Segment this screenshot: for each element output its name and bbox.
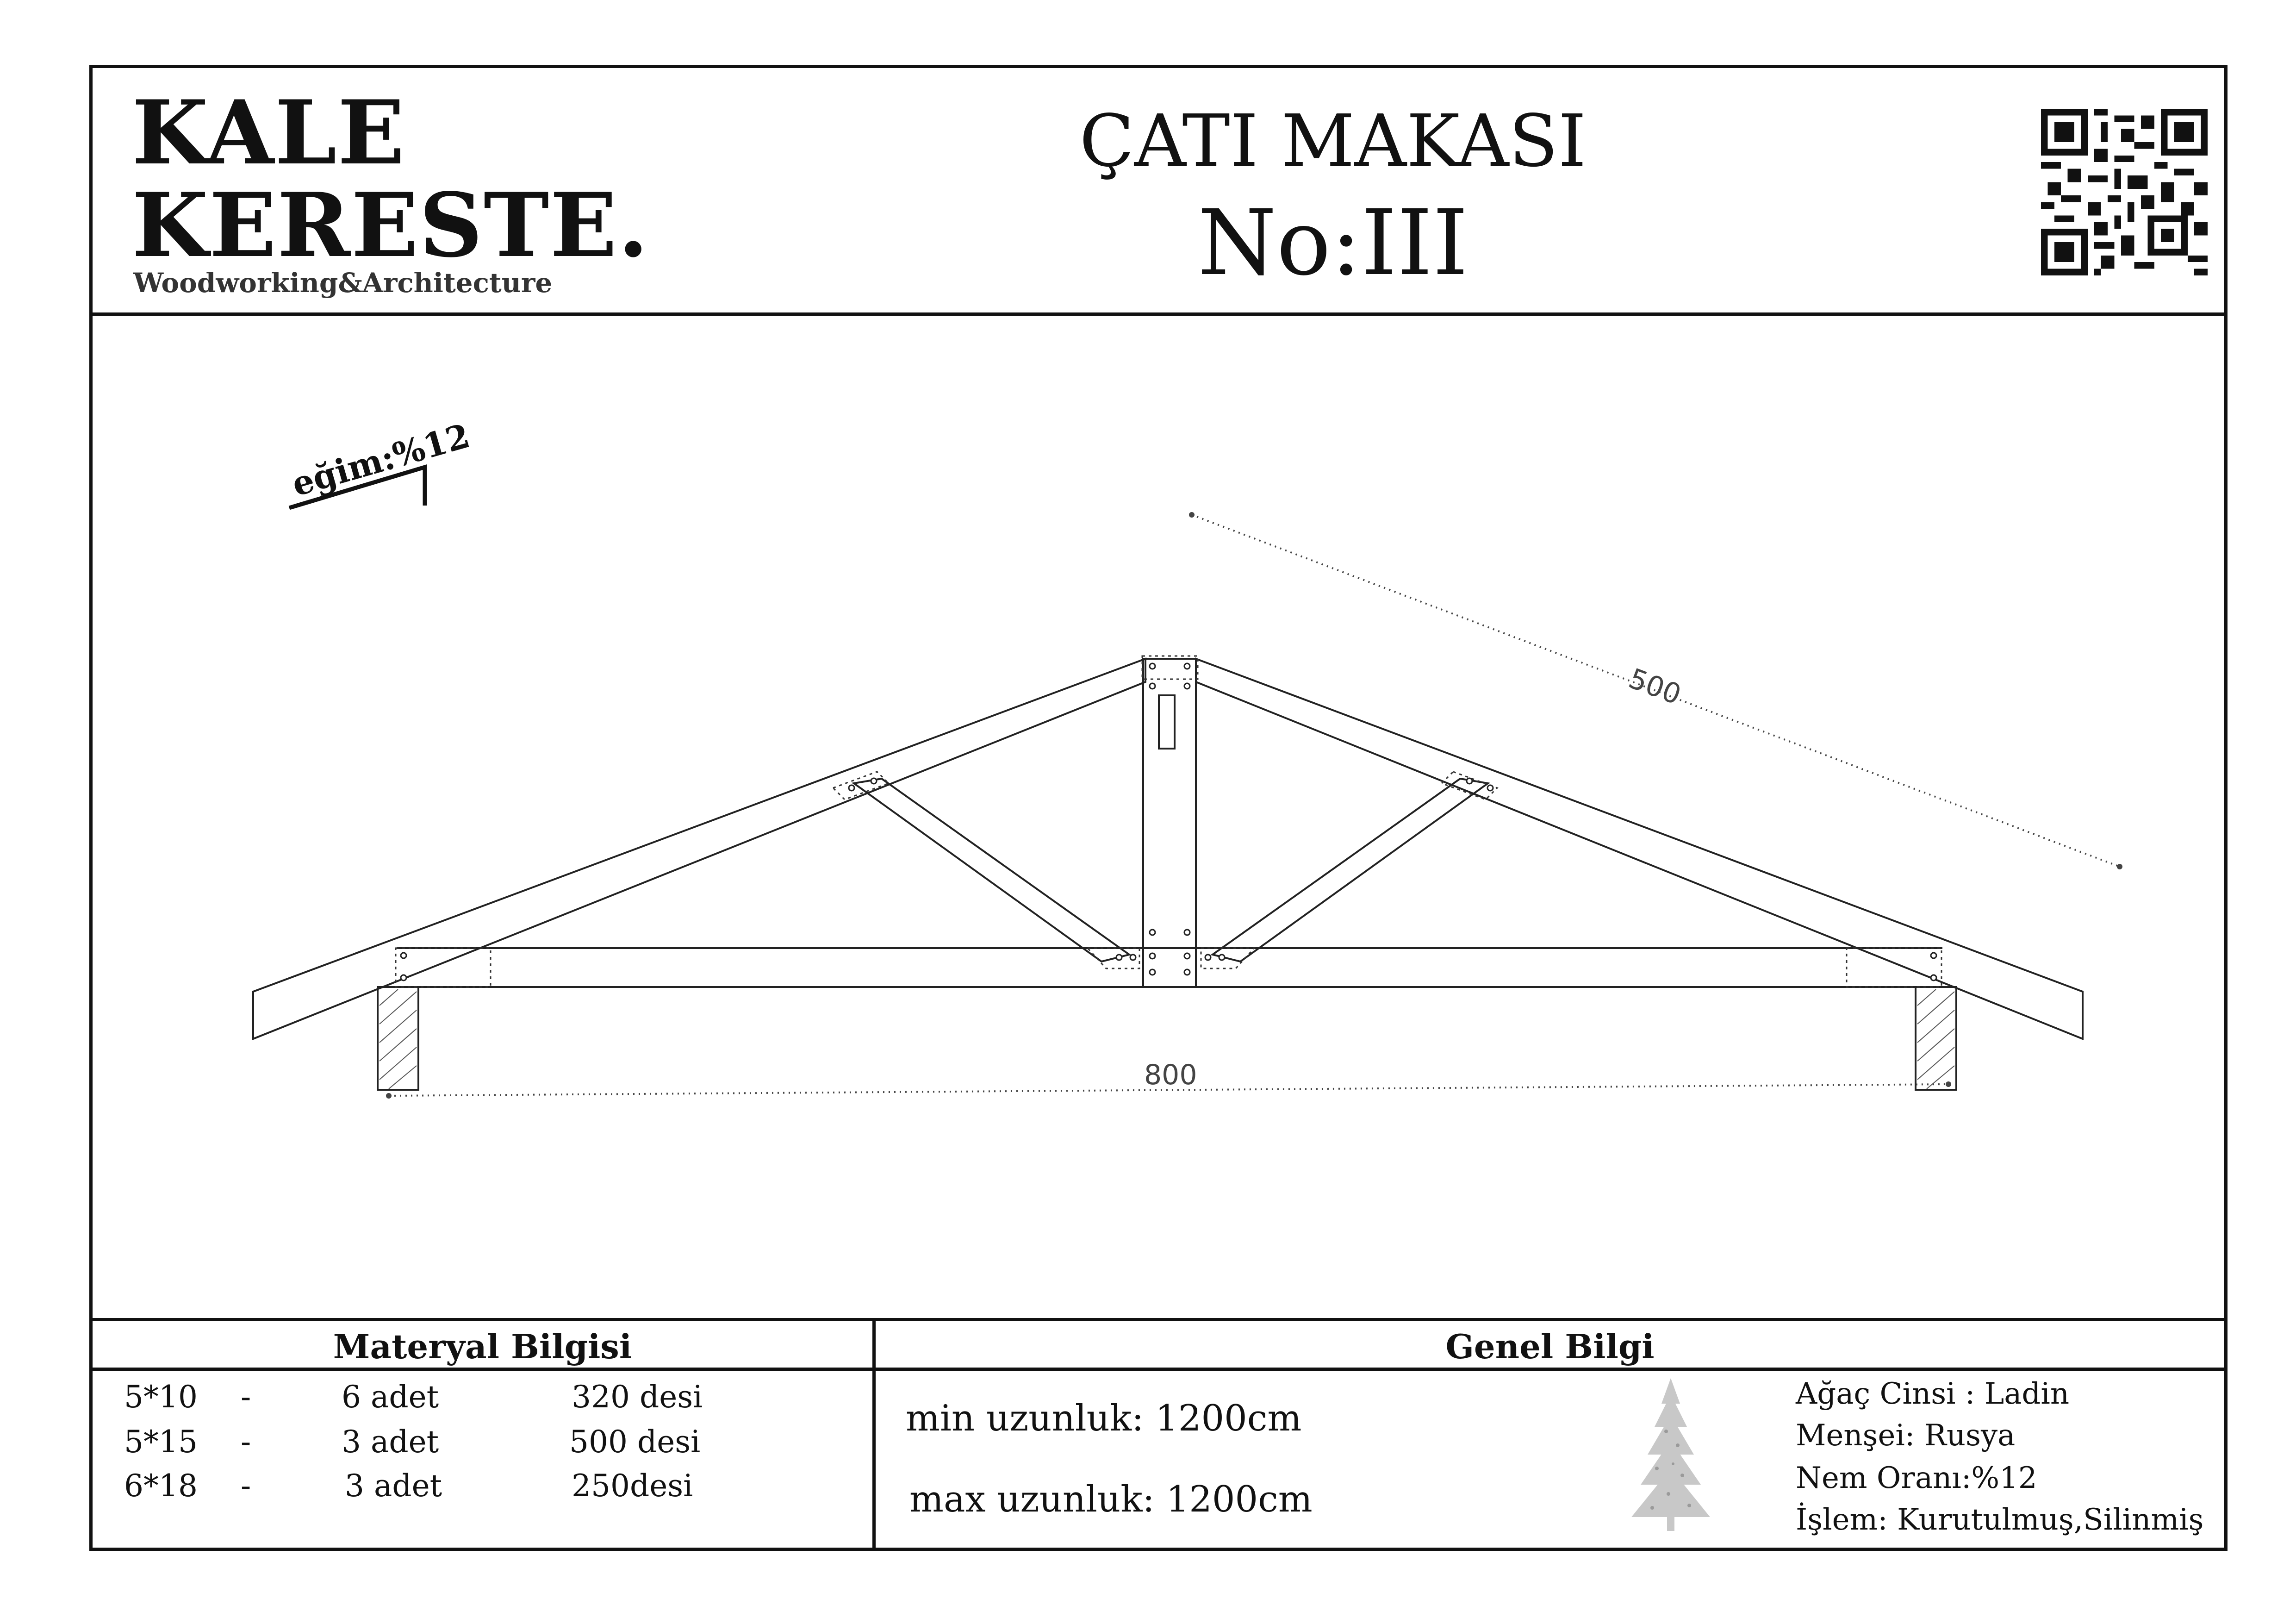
material-dash: - bbox=[241, 1379, 251, 1415]
material-row: 5*10 - 6 adet 320 desi bbox=[93, 1379, 872, 1421]
bolt-hole bbox=[1115, 954, 1123, 961]
left-web bbox=[851, 777, 1132, 963]
material-size: 5*15 bbox=[124, 1424, 198, 1460]
bolt-hole bbox=[1466, 777, 1473, 785]
brand-name-line2: KERESTE. bbox=[132, 174, 650, 277]
bolt-hole bbox=[1183, 682, 1191, 690]
span-length-label: 800 bbox=[1144, 1059, 1197, 1091]
material-heading: Materyal Bilgisi bbox=[333, 1327, 632, 1366]
material-dash: - bbox=[241, 1468, 251, 1504]
bolt-hole bbox=[1149, 968, 1156, 976]
king-post bbox=[1142, 658, 1197, 988]
spec-moisture: Nem Oranı:%12 bbox=[1796, 1461, 2037, 1495]
slope-marker-line bbox=[288, 464, 427, 510]
material-quantity: 3 adet bbox=[342, 1424, 439, 1460]
left-rafter bbox=[252, 657, 1146, 1040]
material-quantity: 6 adet bbox=[342, 1379, 439, 1415]
king-post-slot bbox=[1158, 694, 1176, 750]
drawing-title: ÇATI MAKASI bbox=[1079, 99, 1587, 183]
material-volume: 250desi bbox=[572, 1468, 693, 1504]
right-rafter bbox=[1195, 657, 2084, 1040]
bolt-hole bbox=[1930, 974, 1937, 981]
dimension-tick bbox=[386, 1093, 392, 1099]
left-heel-plate bbox=[395, 947, 492, 988]
left-support-post bbox=[377, 986, 419, 1091]
slope-label: eğim:%12 bbox=[287, 416, 474, 504]
right-support-post bbox=[1915, 986, 1957, 1091]
apex-plate bbox=[1141, 655, 1199, 680]
slope-indicator: eğim:%12 bbox=[287, 416, 474, 504]
material-row: 6*18 - 3 adet 250desi bbox=[93, 1468, 872, 1510]
general-heading: Genel Bilgi bbox=[1445, 1327, 1655, 1366]
material-dash: - bbox=[241, 1424, 251, 1460]
bolt-hole bbox=[1183, 929, 1191, 936]
material-quantity: 3 adet bbox=[345, 1468, 442, 1504]
right-web bbox=[1210, 777, 1491, 963]
qr-code-icon bbox=[2041, 109, 2208, 275]
material-row: 5*15 - 3 adet 500 desi bbox=[93, 1424, 872, 1466]
brand-name-line1: KALE bbox=[132, 81, 406, 184]
bolt-hole bbox=[1149, 929, 1156, 936]
bolt-hole bbox=[1129, 954, 1137, 961]
bolt-hole bbox=[1930, 952, 1937, 959]
title-block: KALE KERESTE. Woodworking&Architecture Ç… bbox=[93, 68, 2224, 316]
bolt-hole bbox=[400, 952, 407, 959]
table-header-divider bbox=[93, 1368, 2224, 1371]
bolt-hole bbox=[1183, 952, 1191, 960]
roof-truss-drawing: eğim:%12 bbox=[252, 416, 2122, 1099]
span-dimension-line bbox=[388, 1083, 1949, 1097]
material-volume: 320 desi bbox=[572, 1379, 703, 1415]
brand-tagline: Woodworking&Architecture bbox=[133, 267, 553, 299]
spec-wood-type: Ağaç Cinsi : Ladin bbox=[1796, 1377, 2070, 1411]
material-volume: 500 desi bbox=[569, 1424, 701, 1460]
truss-drawing-area: eğim:%12 bbox=[93, 316, 2224, 1318]
spec-origin: Menşei: Rusya bbox=[1796, 1418, 2016, 1453]
drawing-number: No:III bbox=[1197, 190, 1468, 295]
rafter-length-label: 500 bbox=[1624, 662, 1686, 712]
dimension-tick bbox=[1189, 512, 1195, 518]
bolt-hole bbox=[1149, 662, 1156, 670]
bolt-hole bbox=[1487, 784, 1494, 792]
material-size: 6*18 bbox=[124, 1468, 198, 1504]
material-size: 5*10 bbox=[124, 1379, 198, 1415]
right-heel-plate bbox=[1846, 947, 1942, 988]
drawing-sheet: KALE KERESTE. Woodworking&Architecture Ç… bbox=[89, 65, 2228, 1551]
bolt-hole bbox=[400, 974, 407, 981]
bolt-hole bbox=[1218, 954, 1226, 961]
bolt-hole bbox=[1149, 952, 1156, 960]
bolt-hole bbox=[848, 784, 855, 792]
bolt-hole bbox=[1149, 682, 1156, 690]
table-column-divider bbox=[872, 1321, 876, 1551]
spruce-tree-icon bbox=[1631, 1378, 1710, 1531]
dimension-tick bbox=[2117, 864, 2122, 869]
bolt-hole bbox=[870, 777, 877, 785]
min-length: min uzunluk: 1200cm bbox=[906, 1398, 1302, 1439]
spec-process: İşlem: Kurutulmuş,Silinmiş bbox=[1796, 1503, 2204, 1537]
dimension-tick bbox=[1946, 1081, 1951, 1087]
info-table: Materyal Bilgisi Genel Bilgi 5*10 - 6 ad… bbox=[93, 1318, 2224, 1551]
bolt-hole bbox=[1183, 662, 1191, 670]
bolt-hole bbox=[1183, 968, 1191, 976]
left-web-bottom-plate bbox=[1086, 947, 1140, 969]
support-hatching bbox=[379, 989, 1955, 1089]
max-length: max uzunluk: 1200cm bbox=[909, 1479, 1313, 1520]
bolt-hole bbox=[1204, 954, 1212, 961]
